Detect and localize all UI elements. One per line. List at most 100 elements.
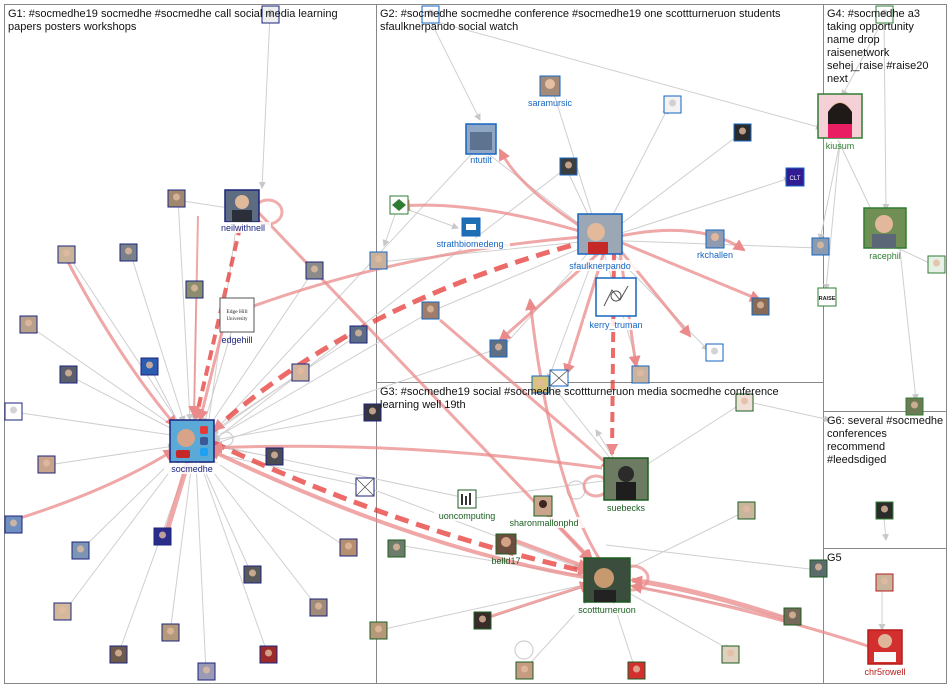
avatar-node[interactable] bbox=[628, 662, 645, 679]
avatar-node[interactable] bbox=[292, 364, 309, 381]
avatar-node[interactable] bbox=[141, 358, 158, 375]
label-suebecks: suebecks bbox=[607, 503, 646, 513]
node-kiusum[interactable] bbox=[818, 94, 862, 138]
label-scottturneruon: scottturneruon bbox=[578, 605, 636, 615]
label-rkchallen: rkchallen bbox=[697, 250, 733, 260]
avatar-node[interactable] bbox=[812, 238, 829, 255]
group-panel-g1 bbox=[5, 5, 377, 684]
avatar-node[interactable] bbox=[632, 366, 649, 383]
group-title-g2: G2: #socmedhe socmedhe conference #socme… bbox=[380, 8, 784, 33]
avatar-node[interactable] bbox=[350, 326, 367, 343]
node-ntutilt[interactable] bbox=[466, 124, 496, 154]
edgehill-logo-line1: Edge Hill bbox=[226, 309, 248, 315]
avatar-node[interactable] bbox=[928, 256, 945, 273]
node-sharonmallonphd[interactable] bbox=[534, 496, 552, 516]
avatar-node[interactable] bbox=[186, 281, 203, 298]
raise-logo-text: RAISE bbox=[819, 296, 836, 302]
group-title-g3: G3: #socmedhe19 social #socmedhe scotttu… bbox=[380, 386, 782, 411]
node-scottturneruon[interactable] bbox=[584, 558, 630, 602]
avatar-node[interactable] bbox=[784, 608, 801, 625]
avatar-node[interactable] bbox=[722, 646, 739, 663]
avatar-node[interactable] bbox=[5, 516, 22, 533]
node-racephil[interactable] bbox=[864, 208, 906, 248]
label-racephil: racephil bbox=[869, 251, 901, 261]
label-chr5rowell: chr5rowell bbox=[864, 667, 905, 677]
avatar-node[interactable] bbox=[244, 566, 261, 583]
avatar-node[interactable] bbox=[162, 624, 179, 641]
node-suebecks[interactable] bbox=[604, 458, 648, 500]
avatar-node[interactable] bbox=[58, 246, 75, 263]
avatar-node[interactable] bbox=[422, 302, 439, 319]
label-strathbiomedeng: strathbiomedeng bbox=[436, 239, 503, 249]
avatar-node[interactable] bbox=[306, 262, 323, 279]
label-socmedhe: socmedhe bbox=[171, 464, 213, 474]
avatar-node[interactable] bbox=[370, 252, 387, 269]
label-ntutilt: ntutilt bbox=[470, 155, 492, 165]
label-kerry-truman: kerry_truman bbox=[589, 320, 642, 330]
avatar-node[interactable] bbox=[734, 124, 751, 141]
avatar-node[interactable] bbox=[490, 340, 507, 357]
avatar-node[interactable] bbox=[876, 502, 893, 519]
node-green-diamond[interactable] bbox=[390, 196, 408, 214]
node-kerry-truman[interactable] bbox=[596, 278, 636, 316]
clt-logo-text: CLT bbox=[790, 176, 801, 182]
node-crossed-box-1[interactable] bbox=[356, 478, 374, 496]
label-sharonmallonphd: sharonmallonphd bbox=[509, 518, 578, 528]
avatar-node[interactable] bbox=[810, 560, 827, 577]
avatar-node[interactable] bbox=[110, 646, 127, 663]
avatar-node[interactable] bbox=[474, 612, 491, 629]
node-belld17[interactable] bbox=[496, 534, 516, 554]
label-uoncomputing: uoncomputing bbox=[439, 511, 496, 521]
label-belld17: belld17 bbox=[491, 556, 520, 566]
avatar-node[interactable] bbox=[154, 528, 171, 545]
node-chr5rowell[interactable] bbox=[868, 630, 902, 664]
node-socmedhe[interactable] bbox=[170, 420, 214, 462]
node-neilwithnell[interactable] bbox=[225, 190, 259, 222]
avatar-node[interactable] bbox=[168, 190, 185, 207]
avatar-node[interactable] bbox=[706, 344, 723, 361]
avatar-node[interactable] bbox=[364, 404, 381, 421]
node-sfaulknerpando[interactable] bbox=[578, 214, 622, 254]
node-strathbiomedeng[interactable] bbox=[462, 218, 480, 236]
avatar-node[interactable] bbox=[516, 662, 533, 679]
node-saramursic[interactable] bbox=[540, 76, 560, 96]
weak-edges bbox=[14, 15, 936, 672]
avatar-node[interactable] bbox=[310, 599, 327, 616]
avatar-node[interactable] bbox=[738, 502, 755, 519]
avatar-node[interactable] bbox=[340, 539, 357, 556]
avatar-node[interactable] bbox=[20, 316, 37, 333]
node-edgehill[interactable]: Edge Hill University bbox=[220, 298, 254, 332]
label-kiusum: kiusum bbox=[826, 141, 855, 151]
avatar-node[interactable] bbox=[120, 244, 137, 261]
avatar-node[interactable] bbox=[38, 456, 55, 473]
avatar-node[interactable] bbox=[72, 542, 89, 559]
avatar-node[interactable] bbox=[5, 403, 22, 420]
edgehill-logo-line2: University bbox=[226, 317, 248, 322]
avatar-node[interactable] bbox=[664, 96, 681, 113]
avatar-node[interactable] bbox=[60, 366, 77, 383]
avatar-node[interactable] bbox=[876, 574, 893, 591]
group-title-g5: G5 bbox=[827, 552, 842, 564]
node-clt[interactable]: CLT bbox=[786, 168, 804, 186]
group-titles: G1: #socmedhe19 socmedhe #socmedhe call … bbox=[8, 8, 946, 564]
node-uoncomputing[interactable] bbox=[458, 490, 476, 508]
node-raise[interactable]: RAISE bbox=[818, 288, 836, 306]
label-edgehill: edgehill bbox=[221, 335, 252, 345]
avatar-node[interactable] bbox=[370, 622, 387, 639]
avatar-node[interactable] bbox=[198, 663, 215, 680]
group-title-g1: G1: #socmedhe19 socmedhe #socmedhe call … bbox=[8, 8, 341, 33]
node-rkchallen[interactable] bbox=[706, 230, 724, 248]
avatar-node[interactable] bbox=[388, 540, 405, 557]
avatar-node[interactable] bbox=[752, 298, 769, 315]
featured-nodes: Edge Hill University bbox=[170, 76, 906, 664]
avatar-node[interactable] bbox=[54, 603, 71, 620]
label-sfaulknerpando: sfaulknerpando bbox=[569, 261, 631, 271]
avatar-node[interactable] bbox=[906, 398, 923, 415]
node-crossed-box-2[interactable] bbox=[550, 370, 568, 386]
avatar-node[interactable] bbox=[260, 646, 277, 663]
group-title-g4: G4: #socmedhe a3 taking opportunity name… bbox=[827, 8, 932, 85]
avatar-node[interactable] bbox=[560, 158, 577, 175]
avatar-node[interactable] bbox=[266, 448, 283, 465]
group-panels bbox=[5, 5, 947, 684]
